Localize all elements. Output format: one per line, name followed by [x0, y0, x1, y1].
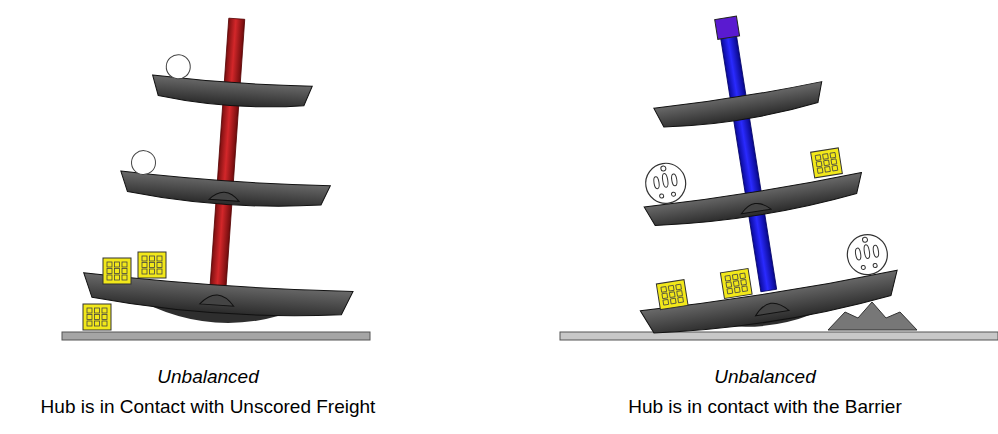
caption-text: Hub is in contact with the Barrier — [628, 396, 902, 419]
status-label: Unbalanced — [157, 366, 258, 389]
caption-text: Hub is in Contact with Unscored Freight — [41, 396, 376, 419]
status-label: Unbalanced — [714, 366, 815, 389]
